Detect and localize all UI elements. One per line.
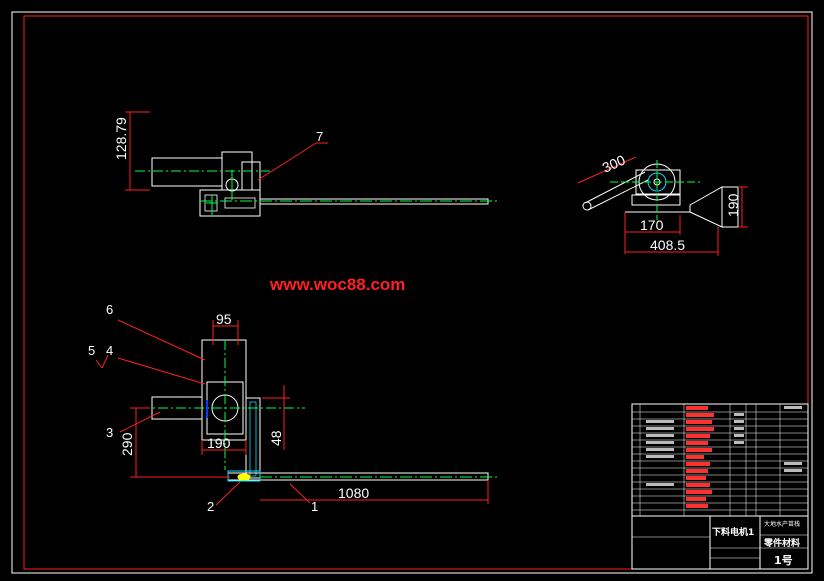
dim-190-front: 190 <box>207 435 231 451</box>
side-view: 300 170 408.5 190 <box>577 152 748 256</box>
label-1: 1 <box>311 499 318 514</box>
label-4: 4 <box>106 343 113 358</box>
inner-frame <box>23 15 809 570</box>
dim-170: 170 <box>640 217 664 233</box>
front-view: 95 290 190 48 1080 6 5 4 3 2 1 <box>88 302 500 514</box>
company-name: 大地水产苗栈 <box>764 520 800 528</box>
dim-95: 95 <box>216 311 232 327</box>
dim-height-top: 128.79 <box>113 117 129 160</box>
label-5: 5 <box>88 343 95 358</box>
dim-1080: 1080 <box>338 485 369 501</box>
sheet-number: 1号 <box>774 554 793 567</box>
label-7: 7 <box>316 129 323 144</box>
weld-mark <box>237 473 251 481</box>
label-3: 3 <box>106 425 113 440</box>
mount-frame <box>201 339 247 441</box>
leader-7 <box>257 142 317 181</box>
dim-300: 300 <box>600 152 628 176</box>
dim-190-side: 190 <box>725 193 741 217</box>
title-block: 下料电机1 大地水产苗栈 零件材料 1号 <box>631 403 809 570</box>
top-view: 128.79 7 <box>113 111 500 217</box>
dim-290: 290 <box>119 432 135 456</box>
hopper <box>689 186 723 228</box>
material-title: 零件材料 <box>763 537 800 549</box>
shaft <box>259 198 489 205</box>
watermark: www.woc88.com <box>269 275 405 294</box>
motor-body <box>151 157 223 187</box>
label-6: 6 <box>106 302 113 317</box>
label-2: 2 <box>207 499 214 514</box>
outer-frame <box>11 11 813 574</box>
drawing-name: 下料电机1 <box>712 526 754 538</box>
dim-408: 408.5 <box>650 237 685 253</box>
dim-48: 48 <box>268 430 284 446</box>
coupling <box>241 161 261 191</box>
